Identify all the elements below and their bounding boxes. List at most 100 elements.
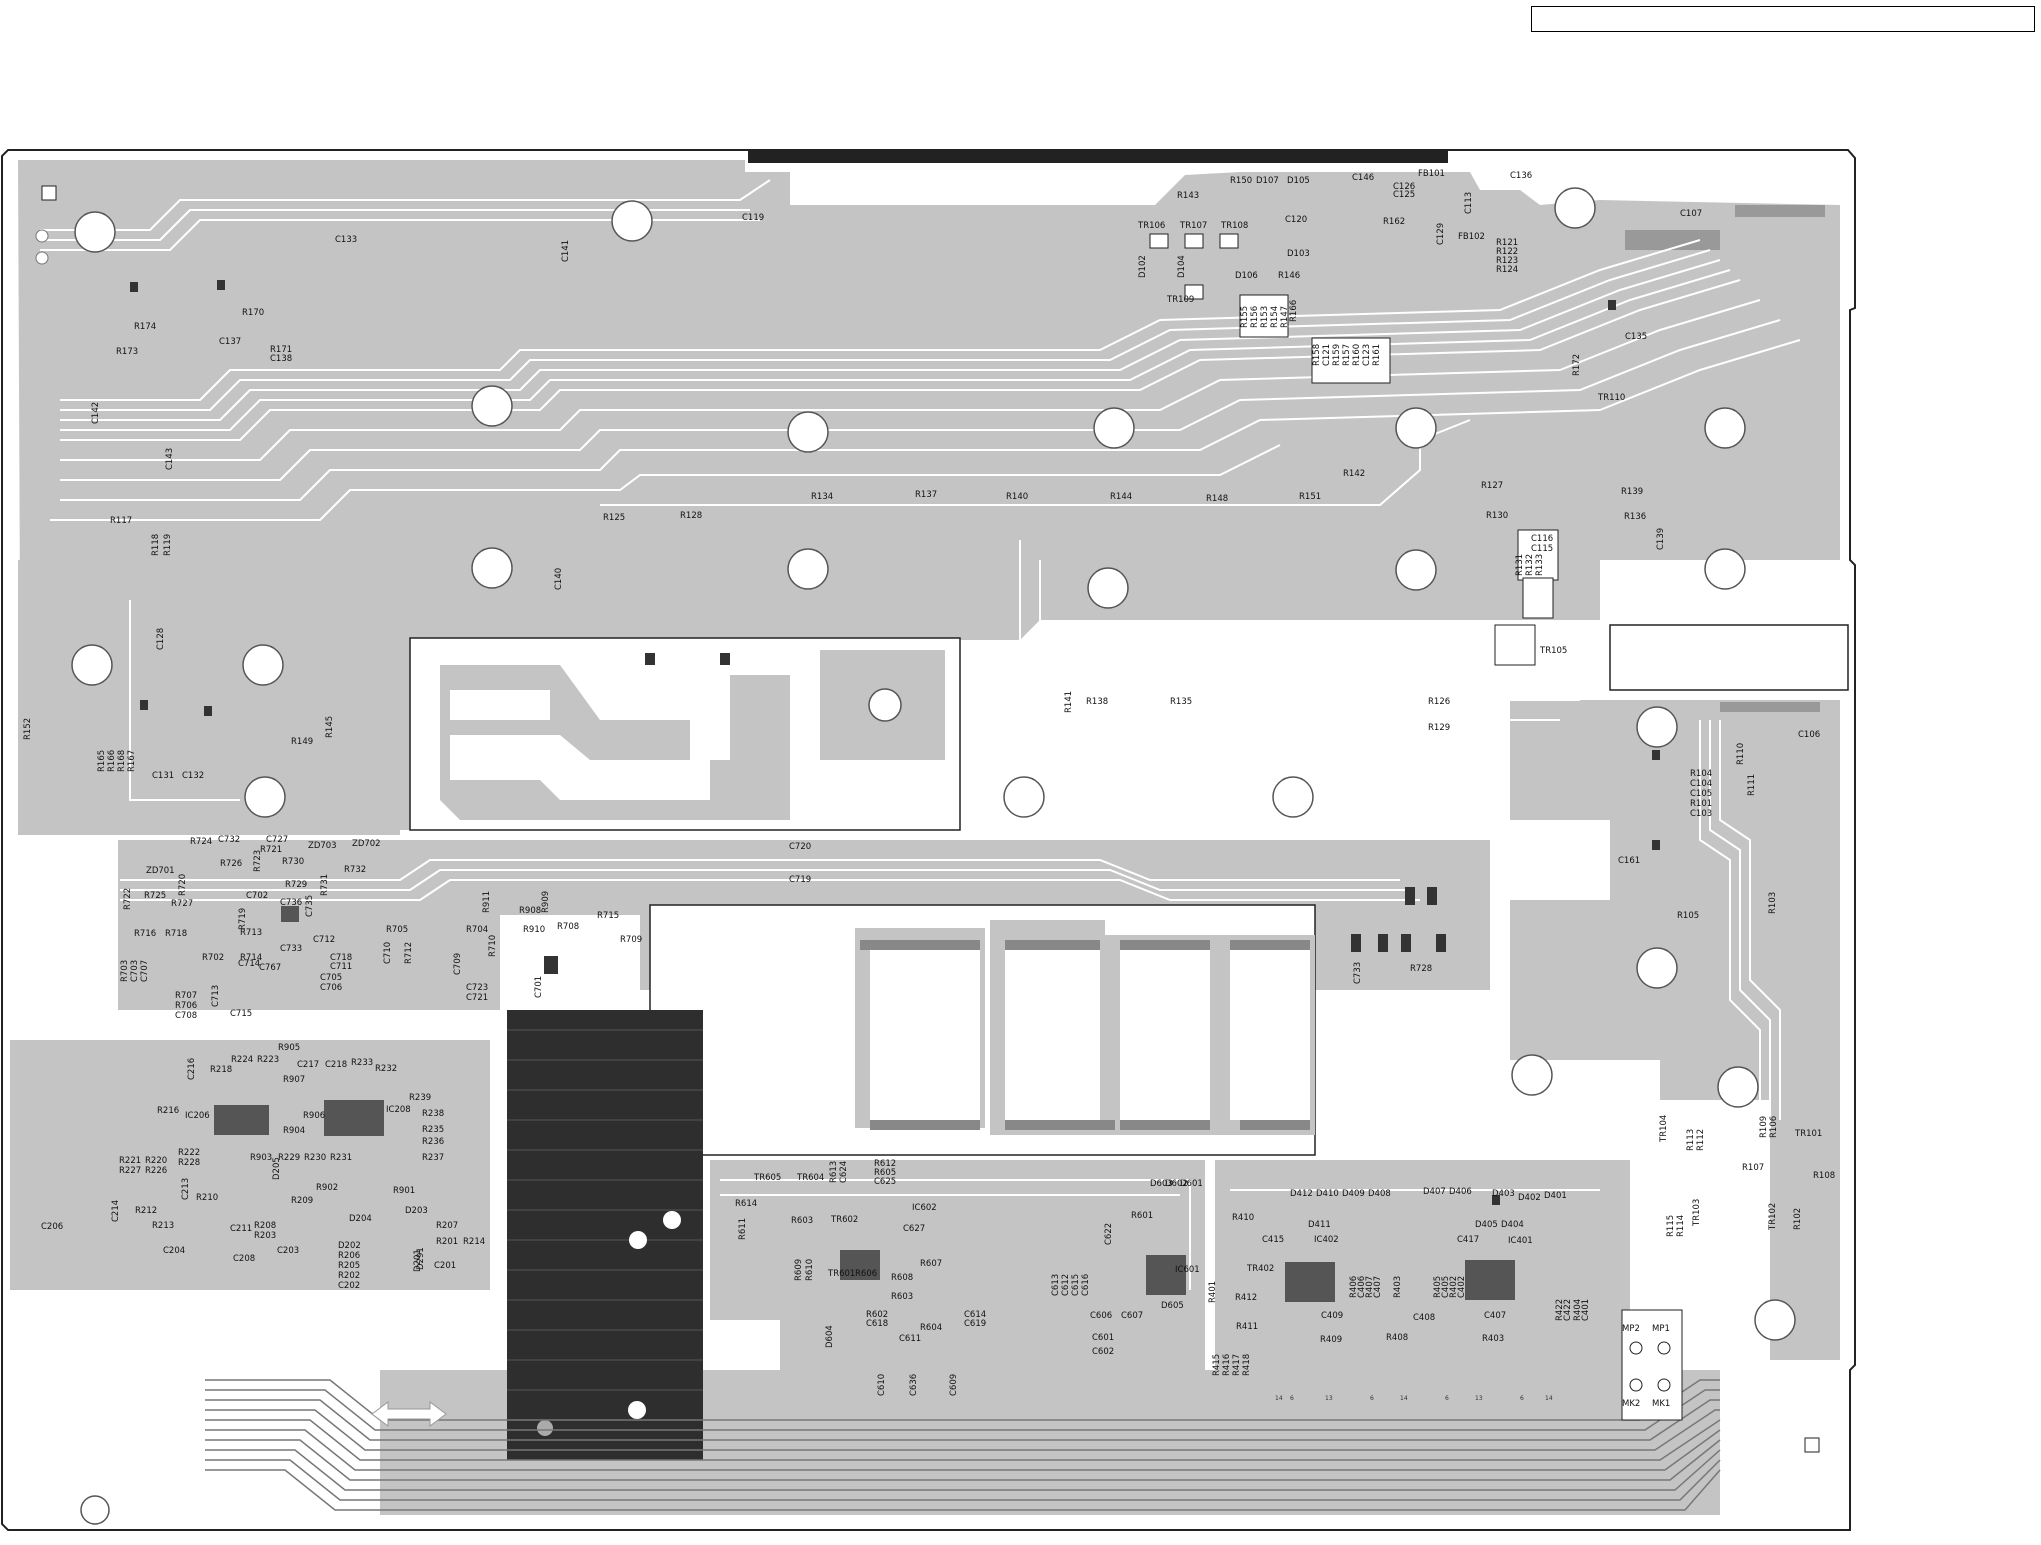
component-label: C602 [1092,1347,1114,1357]
component-label: C733 [1353,962,1363,984]
component-label: TR109 [1166,295,1194,305]
component-label: R232 [375,1064,397,1074]
component-label: R603 [791,1216,813,1226]
component-label: C613 [1051,1274,1061,1296]
component-label: R156 [1250,306,1260,328]
component-label: R145 [325,716,335,738]
component-label: R206 [338,1251,360,1261]
component-label: R907 [283,1075,305,1085]
component-label: R106 [1769,1116,1779,1138]
component-label: R205 [338,1261,360,1271]
component-label: R609 [794,1259,804,1281]
component-label: R144 [1110,492,1132,502]
component-label: C733 [280,944,302,954]
component-label: R203 [254,1231,276,1241]
svg-text:6: 6 [1290,1395,1294,1402]
component-label: R712 [404,942,414,964]
component-label: R710 [488,935,498,957]
component-label: C703 [130,960,140,982]
component-label: C201 [434,1261,456,1271]
component-label: R602 [866,1310,888,1320]
component-label: IC401 [1508,1236,1533,1246]
component-label: C213 [181,1178,191,1200]
heatsink-area [507,1010,703,1460]
component-label: IC601 [1175,1265,1200,1275]
component-label: TR101 [1794,1129,1822,1139]
component-label: R132 [1525,554,1535,576]
component-label: D409 [1342,1189,1365,1199]
component-label: C103 [1690,809,1712,819]
component-label: D603 [1150,1179,1173,1189]
component-label: R404 [1573,1299,1583,1321]
component-label: C712 [313,935,335,945]
component-label: R170 [242,308,264,318]
component-label: R208 [254,1221,276,1231]
component-label: R113 [1686,1129,1696,1151]
component-label: C129 [1436,223,1446,245]
component-label: C161 [1618,856,1640,866]
svg-text:14: 14 [1400,1395,1408,1402]
component-label: C610 [877,1374,887,1396]
component-label: C720 [789,842,811,852]
component-label: C415 [1262,1235,1284,1245]
component-label: R608 [891,1273,913,1283]
component-label: R416 [1222,1354,1232,1376]
component-label: C121 [1322,344,1332,366]
component-label: R235 [422,1125,444,1135]
component-label: D605 [1161,1301,1184,1311]
component-label: R166 [1289,300,1299,322]
component-label: TR602 [830,1215,858,1225]
component-label: C767 [259,963,281,973]
opening-right-1 [1609,624,1849,691]
opening-left-bottom [10,1300,200,1520]
component-label: C713 [211,985,221,1007]
component-label: R221 [119,1156,141,1166]
copper-lower-mid [710,1160,1205,1420]
component-label: C619 [964,1319,986,1329]
component-label: D405 [1475,1220,1498,1230]
component-label: D204 [349,1214,372,1224]
component-label: C624 [839,1161,849,1183]
component-label: C618 [866,1319,888,1329]
component-label: C718 [330,953,352,963]
component-label: R107 [1742,1163,1764,1173]
component-label: IC208 [386,1105,411,1115]
component-label: C409 [1321,1311,1343,1321]
component-label: R138 [1086,697,1108,707]
component-label: R407 [1365,1276,1375,1298]
component-label: R909 [541,891,551,913]
component-label: R731 [320,874,330,896]
component-label: R118 [151,534,161,556]
component-label: R112 [1696,1129,1706,1151]
component-label: TR110 [1597,393,1625,403]
component-label: ZD703 [308,841,337,851]
component-label: C106 [1798,730,1820,740]
component-label: R723 [253,850,263,872]
component-label: D406 [1449,1187,1472,1197]
component-label: R601 [1131,1211,1153,1221]
component-label: R415 [1212,1354,1222,1376]
component-label: R237 [422,1153,444,1163]
component-label: R715 [597,911,619,921]
component-label: R167 [127,750,137,772]
component-label: C721 [466,993,488,1003]
component-label: C408 [1413,1313,1435,1323]
component-label: D202 [338,1241,361,1251]
component-label: R160 [1352,344,1362,366]
component-label: C732 [218,835,240,845]
component-label: D401 [1544,1191,1567,1201]
component-label: R724 [190,837,212,847]
component-label: C708 [175,1011,197,1021]
component-label: D106 [1235,271,1258,281]
component-label: R166 [107,750,117,772]
component-label: R229 [278,1153,300,1163]
component-label: R117 [110,516,132,526]
component-label: C615 [1071,1274,1081,1296]
component-label: R209 [291,1196,313,1206]
component-label: R228 [178,1158,200,1168]
svg-text:13: 13 [1325,1395,1333,1402]
copper-right-column [1510,700,1840,1360]
component-label: R131 [1515,554,1525,576]
component-label: D105 [1287,176,1310,186]
component-label: R124 [1496,265,1518,275]
